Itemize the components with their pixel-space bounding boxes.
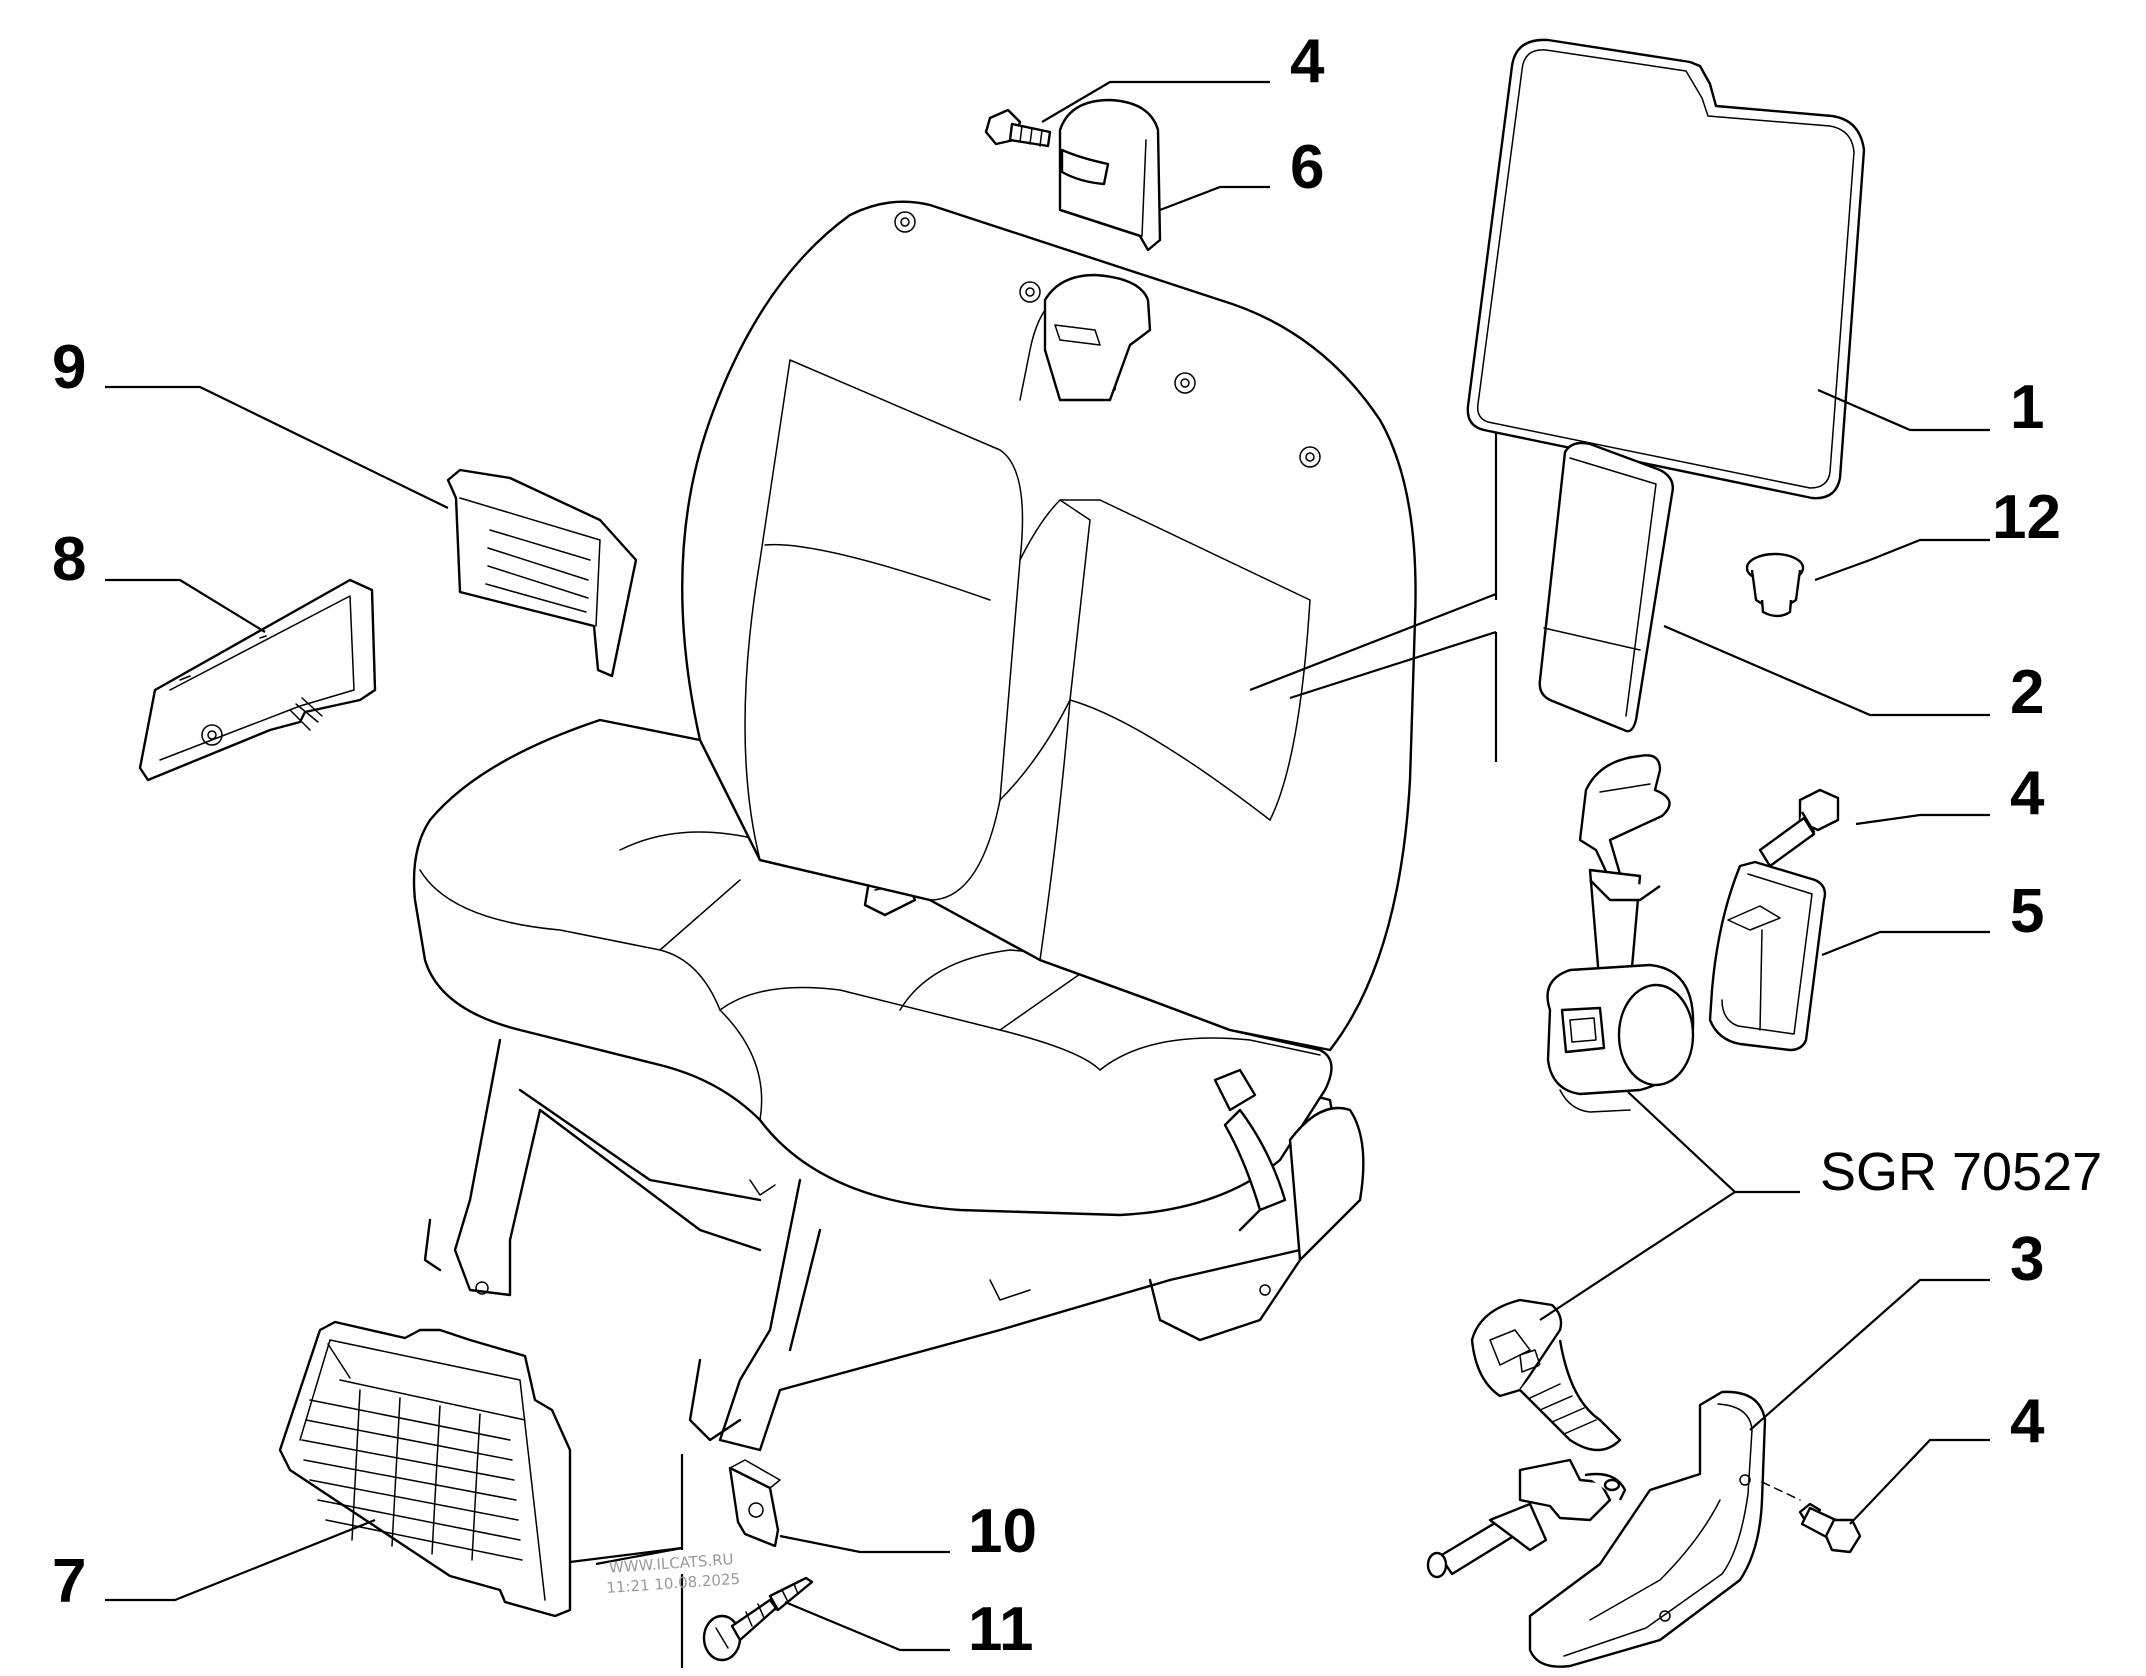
part-4-bolt-middle <box>1758 788 1840 868</box>
part-2-side-trim-panel <box>1538 441 1674 733</box>
callout-numbers: 1 12 2 4 6 9 8 4 5 3 4 10 11 7 <box>52 27 2061 1664</box>
callout-4-top: 4 <box>1290 27 1325 96</box>
part-5-belt-reel-cover <box>1708 860 1827 1052</box>
part-4-bolt-lower <box>1761 1481 1862 1554</box>
callout-6: 6 <box>1290 133 1324 202</box>
callout-12: 12 <box>1992 483 2061 552</box>
callout-3: 3 <box>2010 1225 2044 1294</box>
watermark: WWW.ILCATS.RU 11:21 10.08.2025 <box>606 1550 741 1597</box>
callout-2: 2 <box>2010 658 2044 727</box>
seat-belt-assembly <box>1426 754 1695 1579</box>
callout-4-middle: 4 <box>2010 759 2045 828</box>
seat-backrest <box>681 200 1417 1262</box>
grille-slots <box>301 1389 523 1561</box>
reference-code: SGR 70527 <box>1820 1142 2102 1202</box>
part-9-trim-cover <box>446 468 638 678</box>
part-1-backrest-rear-panel <box>1466 38 1866 500</box>
part-3-seat-side-trim <box>1528 1390 1767 1668</box>
part-10-clip <box>728 1459 781 1548</box>
callout-5: 5 <box>2010 877 2044 946</box>
part-11-screw <box>702 1576 814 1662</box>
part-12-plug <box>1745 552 1805 618</box>
callout-9: 9 <box>52 333 86 402</box>
double-seat-assembly <box>412 200 1417 1452</box>
callout-1: 1 <box>2010 373 2044 442</box>
part-4-bolt-top <box>984 108 1052 148</box>
callout-4-lower: 4 <box>2010 1387 2045 1456</box>
callout-8: 8 <box>52 525 86 594</box>
callout-7: 7 <box>52 1547 86 1616</box>
part-7-seat-base-grille <box>278 1320 572 1618</box>
callout-10: 10 <box>968 1497 1037 1566</box>
part-6-belt-guide-cover <box>1058 98 1162 252</box>
callout-11: 11 <box>968 1595 1034 1664</box>
leader-lines <box>105 80 1990 1668</box>
part-8-side-trim <box>138 578 377 782</box>
